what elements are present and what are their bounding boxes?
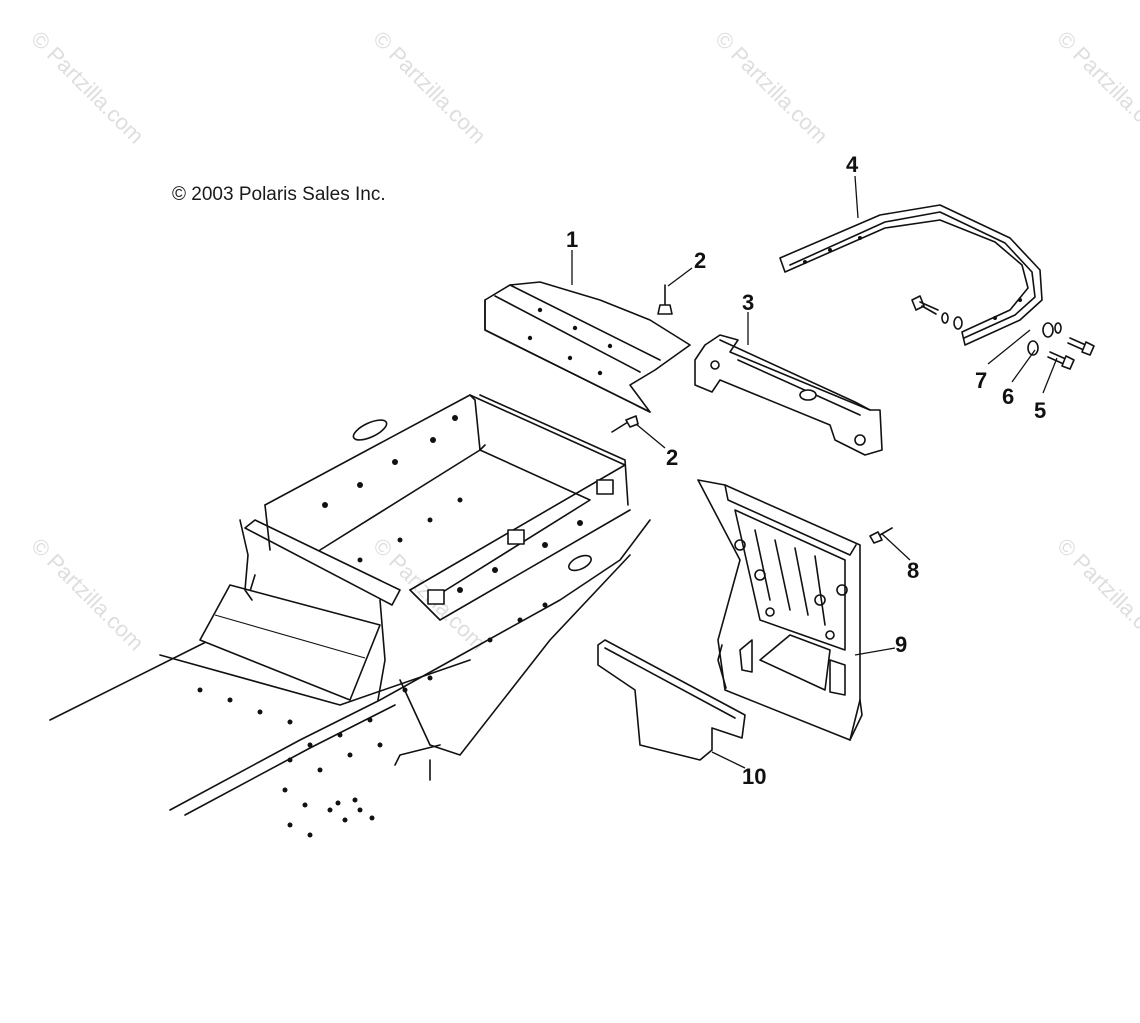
leader-line-2-top	[667, 267, 693, 287]
leader-line-4	[854, 175, 859, 219]
leader-line-7	[987, 329, 1031, 365]
part-5-bolt	[1047, 337, 1095, 370]
leader-line-5	[1042, 357, 1058, 394]
callout-1: 1	[566, 227, 578, 252]
part-8-bolt	[869, 527, 893, 544]
part-3-bracket	[694, 334, 883, 456]
callout-6: 6	[1002, 384, 1014, 409]
leader-line-6	[1011, 349, 1036, 383]
part-2-fastener-top	[657, 284, 673, 315]
callout-3: 3	[742, 290, 754, 315]
part-1-cover	[484, 281, 691, 413]
leader-line-8	[881, 533, 911, 561]
callout-8: 8	[907, 558, 919, 583]
part-4-grab-bar	[779, 204, 1043, 346]
part-9-snow-flap	[697, 479, 863, 741]
leader-line-2-lower	[635, 423, 666, 449]
leader-line-9	[854, 647, 896, 656]
callout-10: 10	[742, 764, 766, 789]
part-10-plate	[597, 639, 746, 761]
part-2-fastener-lower	[611, 415, 639, 433]
callout-9: 9	[895, 632, 907, 657]
tunnel-assembly	[49, 394, 651, 838]
callout-2-lower: 2	[666, 445, 678, 470]
callout-5: 5	[1034, 398, 1046, 423]
part-6-washer	[1027, 322, 1062, 356]
callout-7: 7	[975, 368, 987, 393]
callout-2-top: 2	[694, 248, 706, 273]
leader-line-10	[711, 751, 746, 769]
part-7-bolt-left	[911, 295, 963, 330]
callout-4: 4	[846, 152, 859, 177]
copyright-text: © 2003 Polaris Sales Inc.	[172, 184, 386, 205]
